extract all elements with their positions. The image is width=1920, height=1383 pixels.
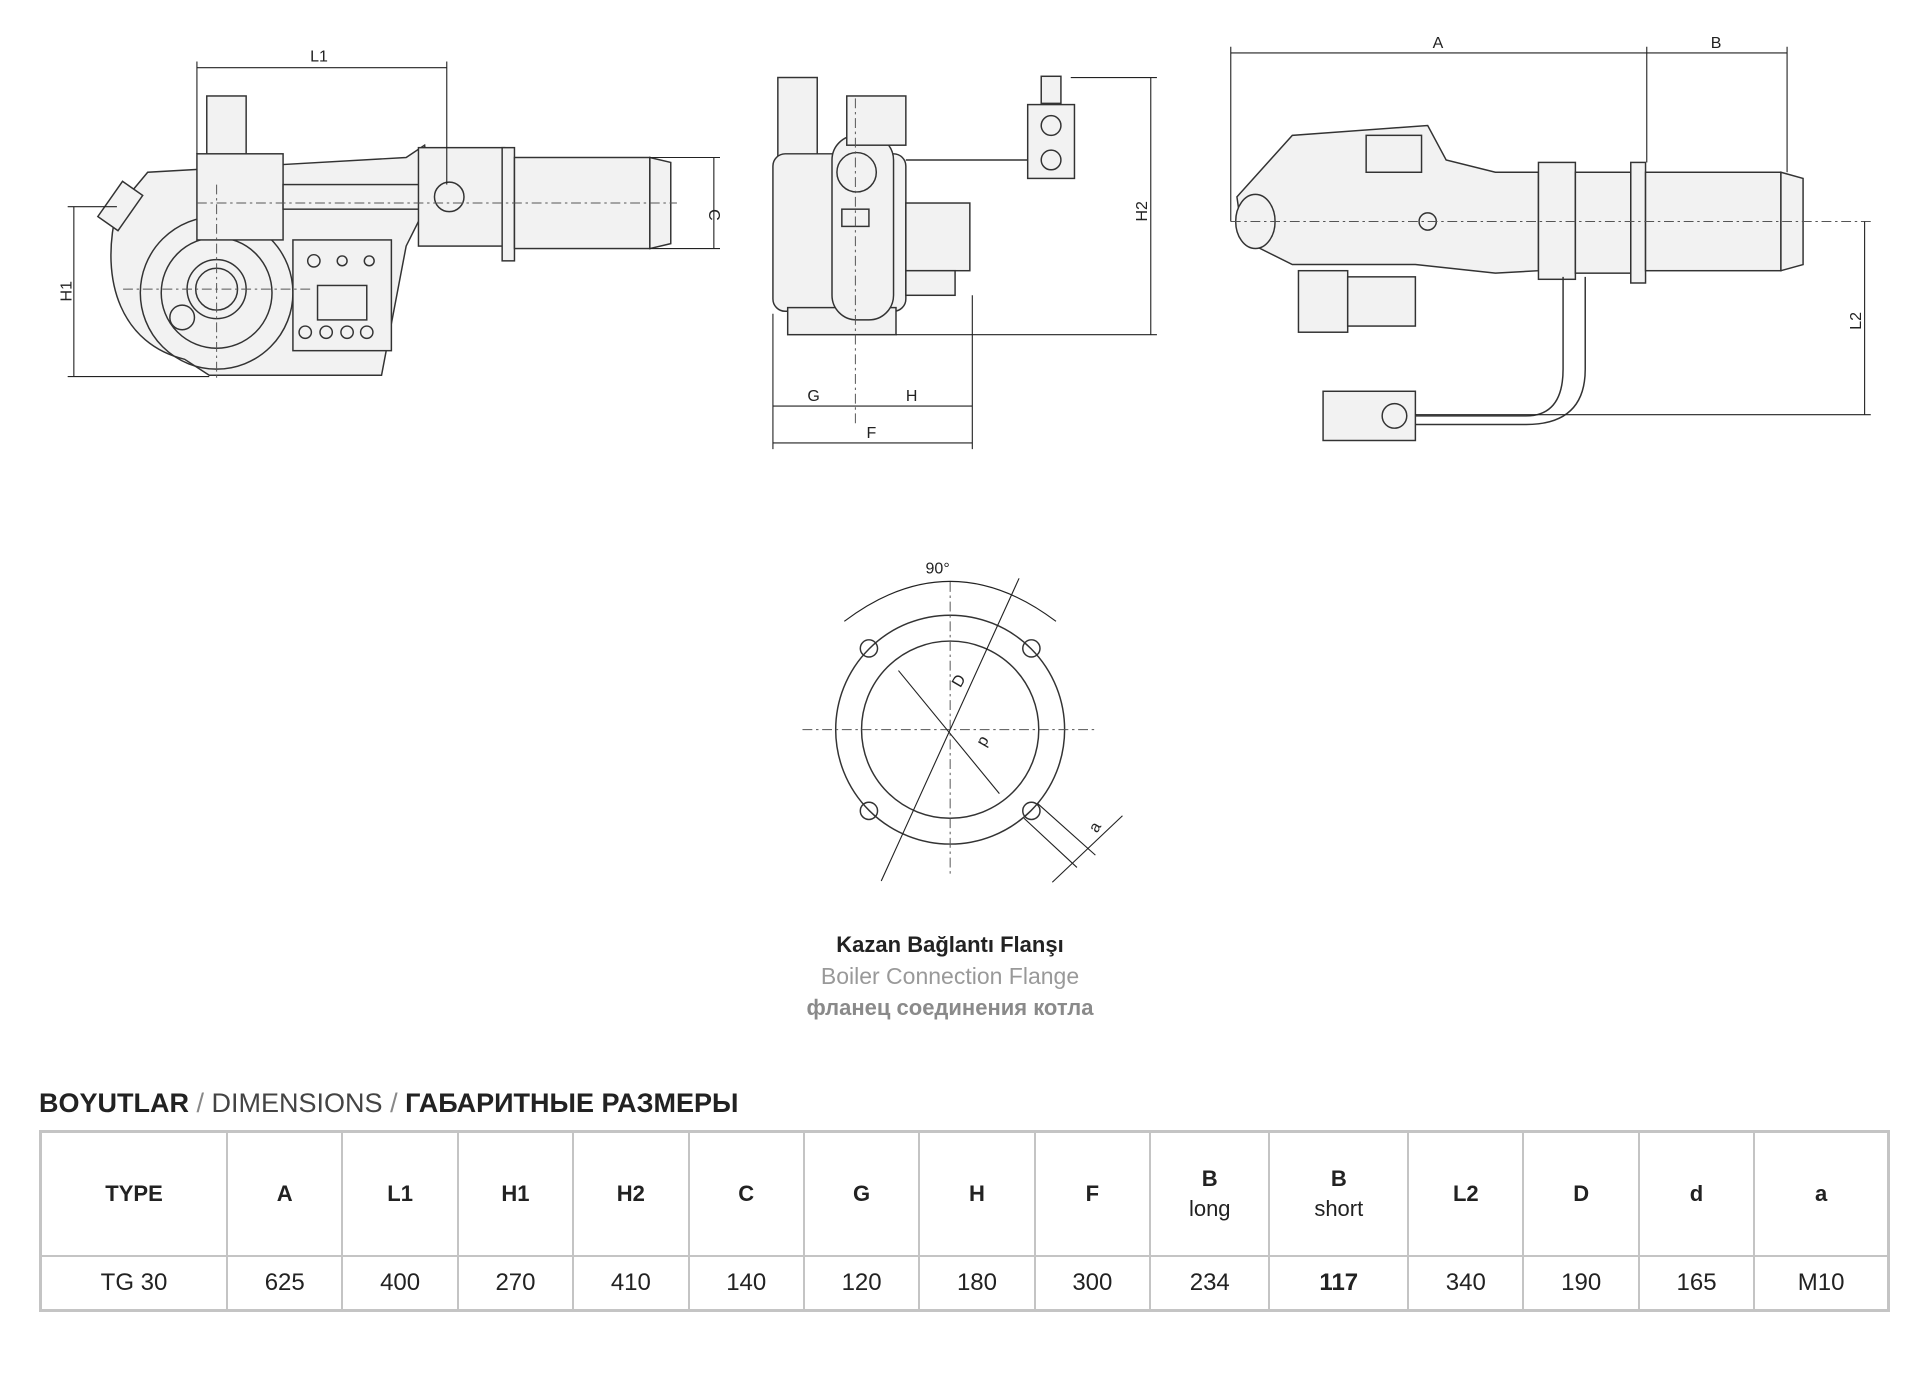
table-title-ru: ГАБАРИТНЫЕ РАЗМЕРЫ xyxy=(405,1088,739,1118)
flange-angle-label: 90° xyxy=(926,560,950,577)
column-header: H1 xyxy=(456,1130,575,1257)
dim-label-L1: L1 xyxy=(310,49,328,66)
table-cell: 140 xyxy=(687,1255,805,1312)
title-separator: / xyxy=(390,1088,398,1118)
table-title-tr: BOYUTLAR xyxy=(39,1088,189,1118)
column-header-line1: B xyxy=(1201,1166,1218,1191)
flange-label-D: D xyxy=(949,672,969,690)
column-header-line1: TYPE xyxy=(105,1181,163,1206)
column-header: H2 xyxy=(572,1130,690,1257)
column-header-line1: H xyxy=(969,1181,985,1206)
column-header-line2: short xyxy=(1314,1196,1364,1221)
table-cell: TG 30 xyxy=(39,1255,229,1312)
dim-label-G: G xyxy=(807,388,819,405)
table-cell: 340 xyxy=(1407,1255,1525,1312)
title-separator: / xyxy=(196,1088,205,1118)
column-header-line1: D xyxy=(1573,1181,1590,1206)
column-header-line1: a xyxy=(1814,1181,1828,1206)
burner-top-view: A B L2 xyxy=(1230,35,1871,442)
column-header: TYPE xyxy=(39,1130,229,1257)
table-title: BOYUTLAR / DIMENSIONS / ГАБАРИТНЫЕ РАЗМЕ… xyxy=(39,1088,738,1119)
table-cell: 180 xyxy=(918,1255,1036,1312)
column-header: L1 xyxy=(341,1130,459,1257)
burner-front-view: H2 G H F xyxy=(772,75,1157,450)
dim-label-A: A xyxy=(1433,35,1444,52)
dim-label-B: B xyxy=(1711,35,1722,52)
flange-caption-en: Boiler Connection Flange xyxy=(820,963,1080,989)
dim-label-H: H xyxy=(906,388,918,405)
table-cell: 165 xyxy=(1637,1255,1756,1312)
table-cell: 234 xyxy=(1149,1255,1271,1312)
table-cell: 400 xyxy=(341,1255,459,1312)
column-header-line1: A xyxy=(276,1181,293,1206)
boiler-flange-drawing: 90° D d a xyxy=(802,560,1123,883)
table-cell: M10 xyxy=(1753,1255,1890,1312)
column-header-line2: long xyxy=(1188,1196,1231,1221)
column-header-line1: B xyxy=(1330,1166,1347,1191)
flange-label-a: a xyxy=(1086,819,1105,835)
column-header: H xyxy=(918,1130,1036,1257)
column-header: C xyxy=(687,1130,805,1257)
flange-caption-ru: фланец соединения котла xyxy=(806,995,1094,1020)
column-header: L2 xyxy=(1407,1130,1525,1257)
column-header: F xyxy=(1033,1130,1152,1257)
table-cell: 270 xyxy=(456,1255,575,1312)
table-cell: 625 xyxy=(226,1255,344,1312)
column-header: d xyxy=(1637,1130,1756,1257)
column-header-line1: H1 xyxy=(501,1181,530,1206)
burner-side-view: L1 H1 C xyxy=(58,49,722,382)
dim-label-F: F xyxy=(866,425,876,442)
column-header-line1: L2 xyxy=(1452,1181,1479,1206)
table-cell: 300 xyxy=(1033,1255,1152,1312)
column-header: a xyxy=(1753,1130,1890,1257)
table-cell: 410 xyxy=(572,1255,690,1312)
table-cell: 120 xyxy=(802,1255,921,1312)
column-header: G xyxy=(802,1130,921,1257)
dim-label-H2: H2 xyxy=(1134,201,1151,222)
column-header-line1: d xyxy=(1689,1181,1704,1206)
column-header: D xyxy=(1522,1130,1640,1257)
dim-label-C: C xyxy=(705,209,722,221)
column-header-line1: G xyxy=(853,1181,871,1206)
column-header-line1: F xyxy=(1085,1181,1100,1206)
table-cell: 190 xyxy=(1522,1255,1640,1312)
flange-label-d: d xyxy=(974,734,993,750)
table-cell: 117 xyxy=(1268,1255,1410,1312)
column-header-line1: H2 xyxy=(616,1181,645,1206)
column-header: A xyxy=(226,1130,344,1257)
column-header-line1: L1 xyxy=(387,1181,413,1206)
table-title-en: DIMENSIONS xyxy=(211,1088,383,1118)
column-header-line1: C xyxy=(738,1181,755,1206)
flange-caption-tr: Kazan Bağlantı Flanşı xyxy=(836,932,1064,957)
dim-label-L2: L2 xyxy=(1848,312,1865,330)
dim-label-H1: H1 xyxy=(58,281,75,302)
